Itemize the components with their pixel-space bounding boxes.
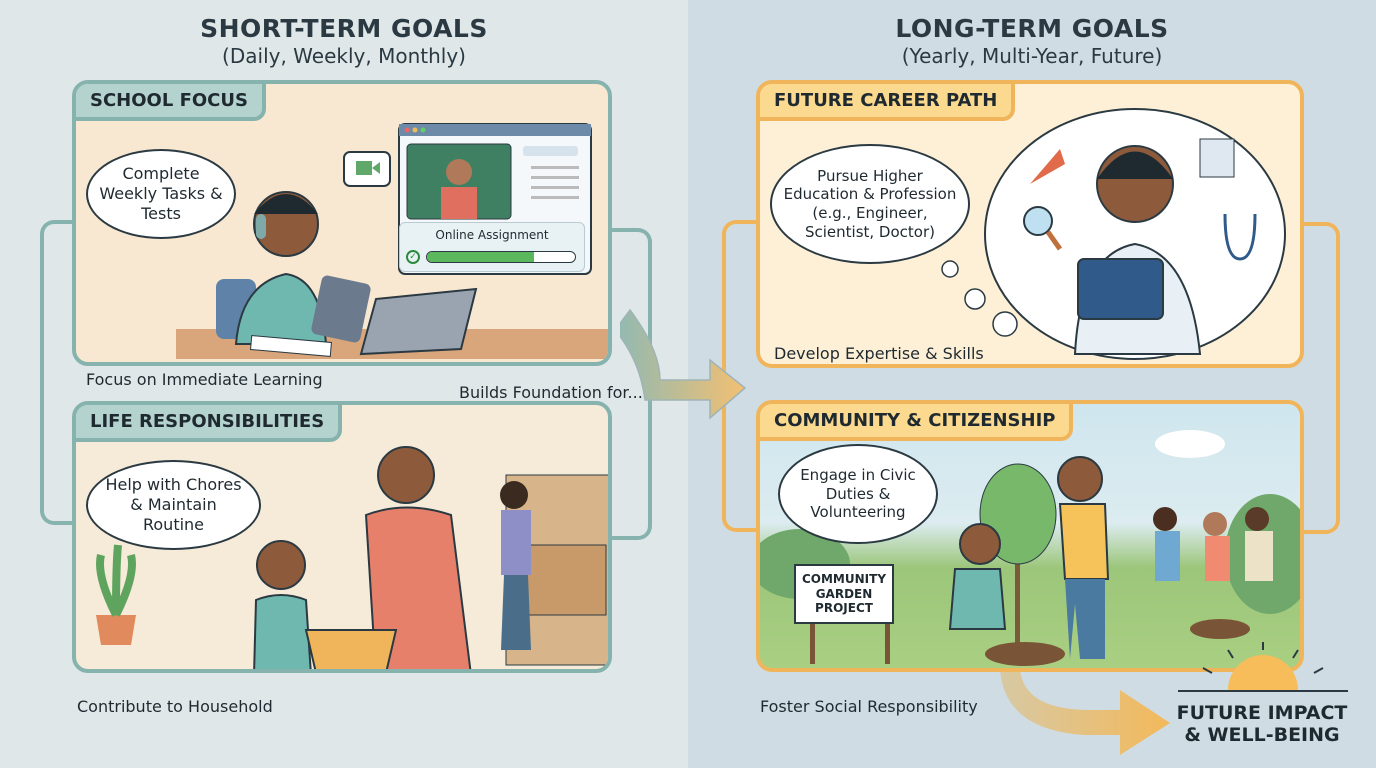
tablet-blueprint — [1077, 258, 1164, 320]
household-chores-illustration — [96, 446, 608, 669]
community-garden-sign: COMMUNITY GARDEN PROJECT — [794, 564, 894, 624]
school-focus-label: SCHOOL FOCUS — [76, 84, 266, 121]
online-assignment-label: Online Assignment — [435, 228, 549, 242]
online-assignment-card: Online Assignment ✓ — [399, 222, 585, 272]
long-term-title: LONG-TERM GOALS — [895, 14, 1169, 43]
community-thought-bubble: Engage in Civic Duties & Volunteering — [778, 444, 938, 544]
career-caption: Develop Expertise & Skills — [774, 344, 984, 363]
career-label: FUTURE CAREER PATH — [760, 84, 1016, 121]
school-focus-panel: SCHOOL FOCUS Complete Weekly Tasks & Tes… — [72, 80, 612, 366]
school-thought-bubble: Complete Weekly Tasks & Tests — [86, 149, 236, 239]
career-thought-bubble: Pursue Higher Education & Profession (e.… — [770, 144, 970, 264]
check-icon: ✓ — [406, 250, 420, 264]
life-responsibilities-label: LIFE RESPONSIBILITIES — [76, 405, 343, 442]
builds-foundation-label: Builds Foundation for... — [459, 383, 643, 402]
community-panel: COMMUNITY & CITIZENSHIP Engage in Civic … — [756, 400, 1304, 672]
short-term-title: SHORT-TERM GOALS — [200, 14, 488, 43]
right-orange-connector — [1298, 222, 1340, 534]
outcome-arrow-icon — [1000, 670, 1170, 755]
short-term-subtitle: (Daily, Weekly, Monthly) — [222, 44, 466, 68]
life-responsibilities-panel: LIFE RESPONSIBILITIES Help with Chores &… — [72, 401, 612, 673]
magnifier-icon — [1023, 206, 1053, 236]
life-thought-bubble: Help with Chores & Maintain Routine — [86, 460, 261, 550]
big-arrow-icon — [620, 308, 747, 420]
left-teal-connector — [40, 220, 78, 525]
future-impact-label: FUTURE IMPACT & WELL-BEING — [1176, 702, 1348, 746]
school-caption: Focus on Immediate Learning — [86, 370, 323, 389]
stethoscope-icon — [1223, 213, 1257, 261]
community-caption: Foster Social Responsibility — [760, 697, 978, 716]
rocket-icon — [1030, 149, 1065, 184]
assignment-progress-fill — [427, 252, 534, 262]
university-icon — [1199, 138, 1235, 178]
community-label: COMMUNITY & CITIZENSHIP — [760, 404, 1074, 441]
sunrise-icon — [1178, 642, 1348, 692]
assignment-progress-bar — [426, 251, 576, 263]
student-studying-illustration — [176, 123, 608, 359]
career-panel: FUTURE CAREER PATH Pursue Higher Educati… — [756, 80, 1304, 368]
life-caption: Contribute to Household — [77, 697, 273, 716]
long-term-subtitle: (Yearly, Multi-Year, Future) — [901, 44, 1163, 68]
career-illustration — [941, 108, 1286, 360]
